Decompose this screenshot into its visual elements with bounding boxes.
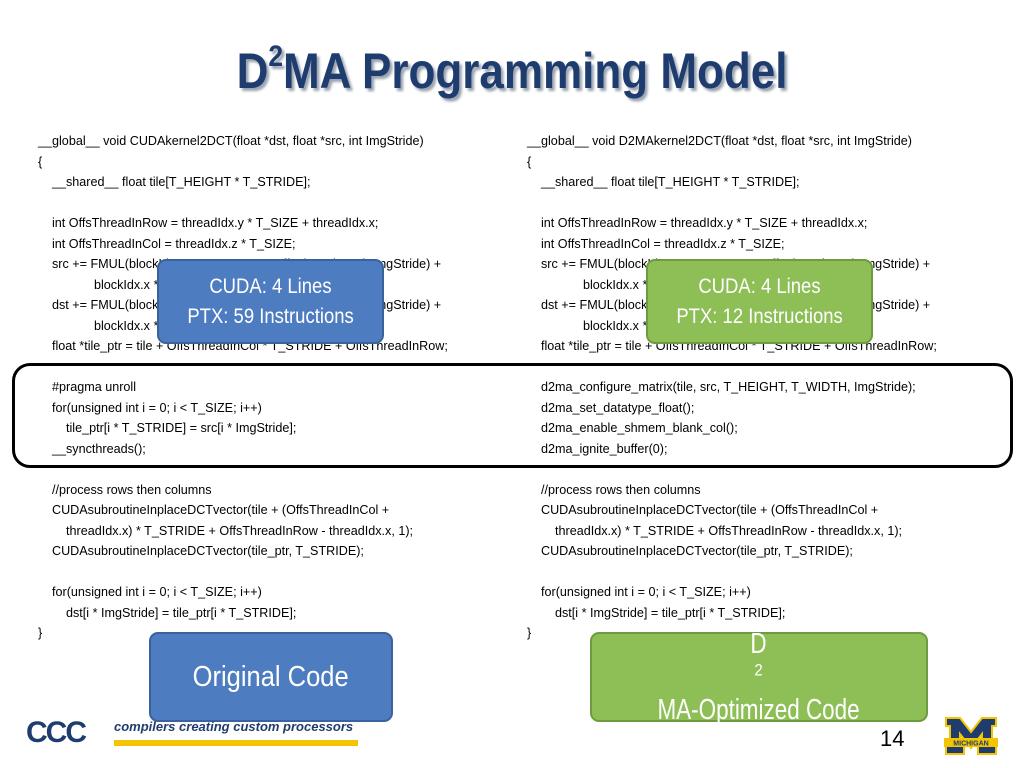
optimized-code-line: } <box>527 626 532 640</box>
original-code-line: CUDAsubroutineInplaceDCTvector(tile_ptr,… <box>38 544 364 558</box>
original-code-line: //process rows then columns <box>38 482 212 497</box>
tagline-underline <box>114 740 358 746</box>
optimized-code-line: int OffsThreadInCol = threadIdx.z * T_SI… <box>527 236 785 251</box>
original-stats-callout: CUDA: 4 Lines PTX: 59 Instructions <box>157 259 384 344</box>
title-prefix: D <box>236 43 269 99</box>
optimized-code-line: CUDAsubroutineInplaceDCTvector(tile_ptr,… <box>527 544 853 558</box>
optimized-code-line: threadIdx.x) * T_STRIDE + OffsThreadInRo… <box>527 523 903 538</box>
highlight-box <box>12 363 1013 468</box>
optimized-code-line: __shared__ float tile[T_HEIGHT * T_STRID… <box>527 175 800 189</box>
optimized-code-line: { <box>527 154 532 169</box>
optimized-code-line: CUDAsubroutineInplaceDCTvector(tile + (O… <box>527 503 879 517</box>
optimized-ptx-instructions: PTX: 12 Instructions <box>676 304 843 328</box>
optimized-label-prefix: D <box>750 627 768 660</box>
optimized-code-line <box>527 562 937 583</box>
original-code-line: for(unsigned int i = 0; i < T_SIZE; i++) <box>38 585 262 599</box>
optimized-code-line: d2ma_ignite_buffer(0); <box>527 441 668 456</box>
optimized-code-line <box>527 193 937 214</box>
michigan-logo-icon: MICHIGAN <box>940 716 1002 758</box>
optimized-code-line: for(unsigned int i = 0; i < T_SIZE; i++) <box>527 585 751 599</box>
michigan-badge-text: MICHIGAN <box>953 741 988 748</box>
optimized-code-line: dst[i * ImgStride] = tile_ptr[i * T_STRI… <box>527 605 786 620</box>
original-code-line: } <box>38 626 43 640</box>
original-code-label-text: Original Code <box>192 660 350 693</box>
original-code-line: int OffsThreadInCol = threadIdx.z * T_SI… <box>38 236 296 251</box>
optimized-code-line: d2ma_enable_shmem_blank_col(); <box>527 421 738 435</box>
original-code-line: for(unsigned int i = 0; i < T_SIZE; i++) <box>38 400 262 415</box>
optimized-cuda-lines: CUDA: 4 Lines <box>698 274 821 298</box>
optimized-code-line: d2ma_configure_matrix(tile, src, T_HEIGH… <box>527 380 916 394</box>
original-code-line: CUDAsubroutineInplaceDCTvector(tile + (O… <box>38 503 390 517</box>
page-number: 14 <box>880 726 905 751</box>
optimized-label-superscript: 2 <box>754 659 764 679</box>
original-code-line: tile_ptr[i * T_STRIDE] = src[i * ImgStri… <box>38 421 297 435</box>
original-code-line <box>38 193 448 214</box>
slide-title: D2MA Programming Model <box>61 42 962 100</box>
original-ptx-instructions: PTX: 59 Instructions <box>187 304 354 328</box>
ccc-logo-text: CCC <box>26 716 87 749</box>
original-code-line: __global__ void CUDAkernel2DCT(float *ds… <box>38 134 424 148</box>
original-code-line: dst[i * ImgStride] = tile_ptr[i * T_STRI… <box>38 605 297 620</box>
optimized-label-rest: MA-Optimized Code <box>657 693 861 726</box>
title-rest: MA Programming Model <box>283 43 788 99</box>
original-code-line: { <box>38 154 43 169</box>
original-code-line: #pragma unroll <box>38 380 137 394</box>
ccc-logo: CCC compilers creating custom processors <box>26 716 366 756</box>
original-code-label: Original Code <box>149 632 393 722</box>
optimized-code-line: d2ma_set_datatype_float(); <box>527 400 695 415</box>
original-code-line: threadIdx.x) * T_STRIDE + OffsThreadInRo… <box>38 523 414 538</box>
original-code-line: __syncthreads(); <box>38 441 146 456</box>
original-code-line <box>38 562 448 583</box>
original-code-line: __shared__ float tile[T_HEIGHT * T_STRID… <box>38 175 311 189</box>
original-cuda-lines: CUDA: 4 Lines <box>209 274 332 298</box>
optimized-code-line: //process rows then columns <box>527 482 701 497</box>
ccc-tagline: compilers creating custom processors <box>114 719 354 734</box>
title-superscript: 2 <box>268 40 284 74</box>
original-code-line: int OffsThreadInRow = threadIdx.y * T_SI… <box>38 216 379 230</box>
optimized-code-line: int OffsThreadInRow = threadIdx.y * T_SI… <box>527 216 868 230</box>
optimized-code-line: __global__ void D2MAkernel2DCT(float *ds… <box>527 134 912 148</box>
optimized-stats-callout: CUDA: 4 Lines PTX: 12 Instructions <box>646 259 873 344</box>
optimized-code-listing: __global__ void D2MAkernel2DCT(float *ds… <box>527 131 937 644</box>
